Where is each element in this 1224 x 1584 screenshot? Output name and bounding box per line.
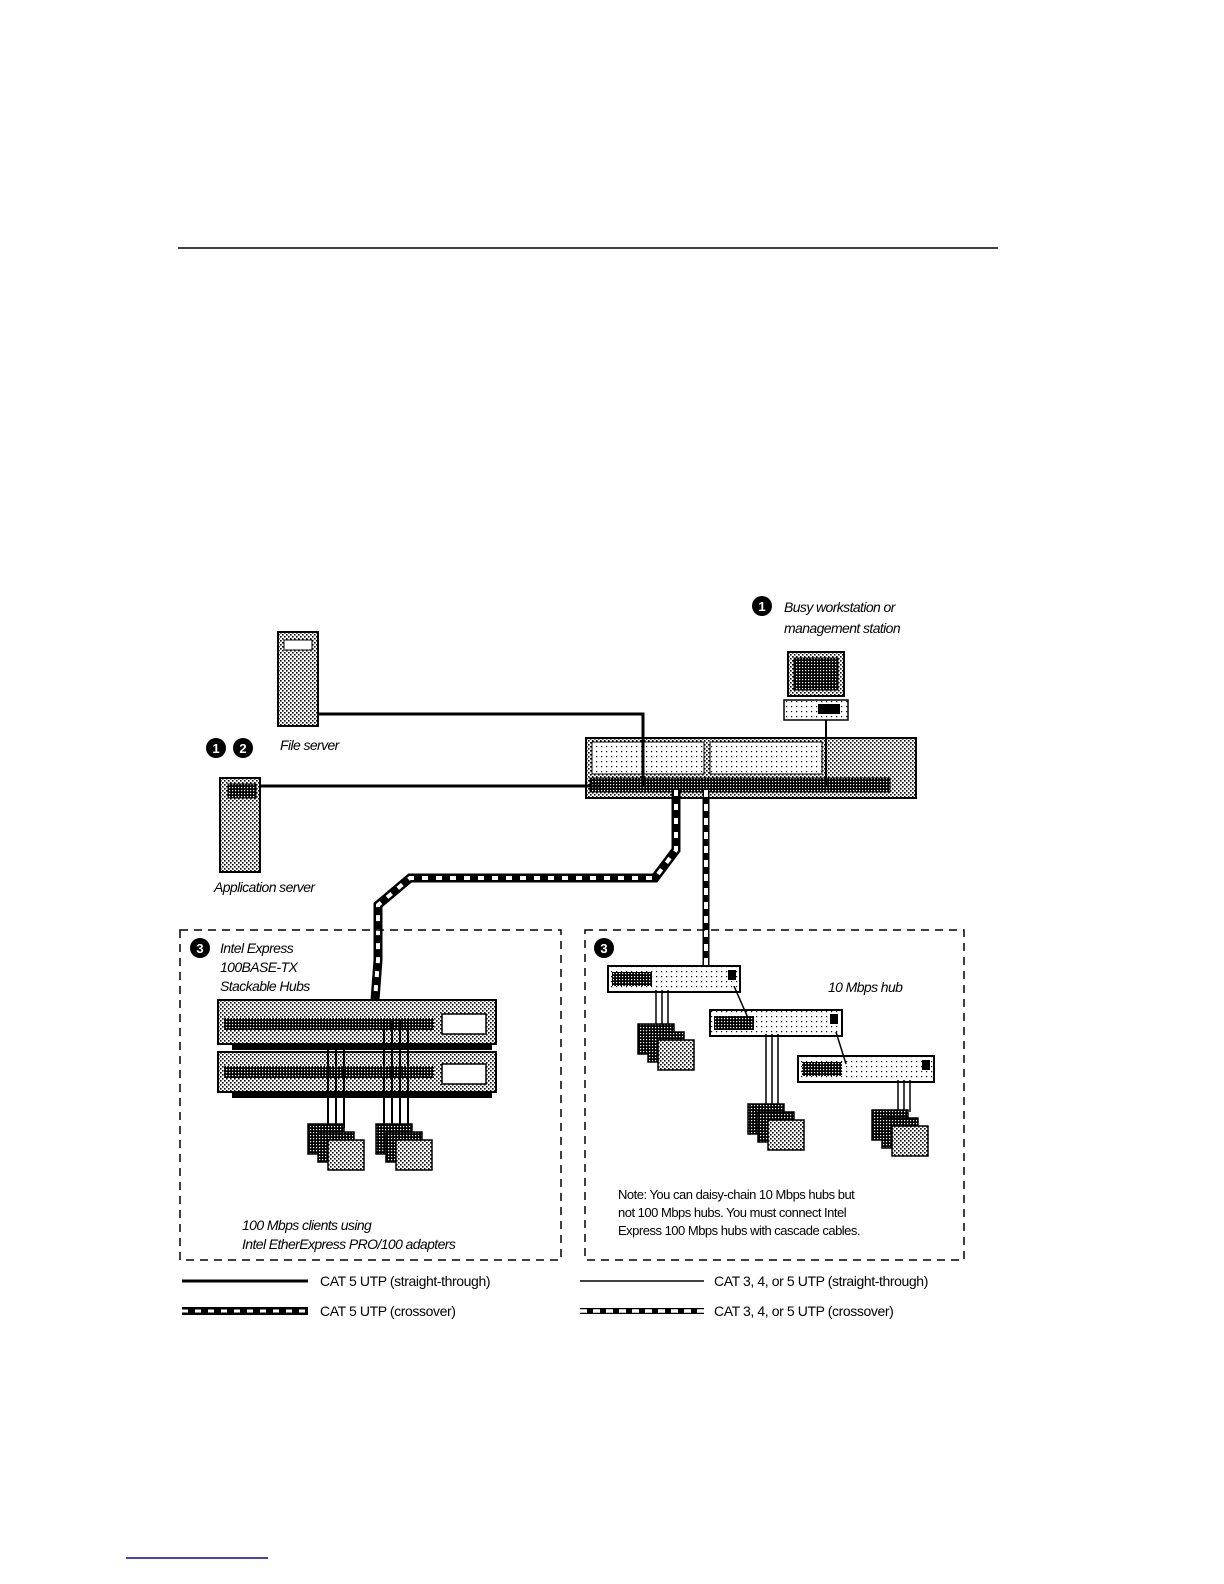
- busy-workstation-label-2: management station: [784, 620, 901, 636]
- daisy-chain-1-2: [733, 985, 749, 1019]
- file-server-icon: [277, 631, 319, 727]
- client-group-10-a: [637, 1023, 695, 1071]
- clients-label-1: 100 Mbps clients using: [242, 1217, 372, 1233]
- application-server-icon: [219, 777, 261, 873]
- note-line-1: Note: You can daisy-chain 10 Mbps hubs b…: [618, 1187, 855, 1202]
- stackable-hub-top: [217, 999, 497, 1050]
- cable-file-server: [318, 712, 645, 786]
- svg-text:3: 3: [600, 941, 607, 956]
- client-group-100-right: [375, 1123, 433, 1171]
- busy-workstation-label-1: Busy workstation or: [784, 599, 897, 615]
- svg-text:1: 1: [212, 741, 219, 756]
- ten-mbps-hub-2: [709, 1009, 843, 1037]
- legend-cat345-straight: CAT 3, 4, or 5 UTP (straight-through): [714, 1273, 928, 1289]
- file-server-label: File server: [280, 737, 341, 753]
- clients-label-2: Intel EtherExpress PRO/100 adapters: [242, 1236, 456, 1252]
- legend-cat5-crossover: CAT 5 UTP (crossover): [320, 1303, 456, 1319]
- legend: CAT 5 UTP (straight-through) CAT 5 UTP (…: [182, 1273, 928, 1319]
- callout-badge-1-workstation: 1: [752, 596, 772, 616]
- stackable-label-1: Intel Express: [220, 940, 294, 956]
- legend-cat5-straight: CAT 5 UTP (straight-through): [320, 1273, 490, 1289]
- svg-text:2: 2: [239, 741, 246, 756]
- client-cables-100: [327, 1020, 409, 1128]
- callout-badge-2: 2: [233, 738, 253, 758]
- callout-badge-3-right: 3: [594, 938, 614, 958]
- client-group-10-b: [747, 1103, 805, 1151]
- svg-text:1: 1: [758, 599, 765, 614]
- stackable-hubs-group: [179, 929, 562, 1261]
- stackable-label-2: 100BASE-TX: [220, 959, 299, 975]
- callout-badge-3-left: 3: [190, 938, 210, 958]
- callout-badge-1: 1: [206, 738, 226, 758]
- daisy-chain-2-3: [835, 1031, 847, 1065]
- application-server-label: Application server: [213, 879, 316, 895]
- ten-mbps-hub-3: [797, 1055, 935, 1083]
- workstation-icon: [783, 651, 849, 721]
- note-line-2: not 100 Mbps hubs. You must connect Inte…: [618, 1205, 847, 1220]
- stackable-hub-bottom: [217, 1051, 497, 1098]
- ten-mbps-hubs-group: [584, 929, 965, 1261]
- ten-mbps-hub-label: 10 Mbps hub: [828, 979, 903, 995]
- client-group-10-c: [871, 1109, 929, 1157]
- legend-cat345-crossover: CAT 3, 4, or 5 UTP (crossover): [714, 1303, 893, 1319]
- stackable-label-3: Stackable Hubs: [220, 978, 310, 994]
- svg-text:3: 3: [196, 941, 203, 956]
- main-switch: [585, 737, 917, 799]
- note-line-3: Express 100 Mbps hubs with cascade cable…: [618, 1223, 860, 1238]
- ten-mbps-hub-1: [607, 965, 741, 993]
- client-group-100-left: [307, 1123, 365, 1171]
